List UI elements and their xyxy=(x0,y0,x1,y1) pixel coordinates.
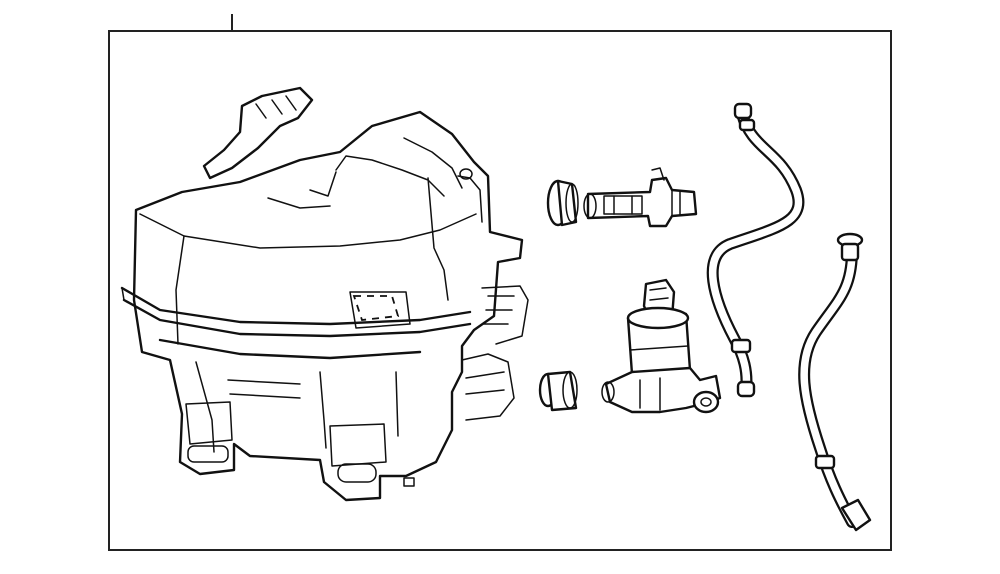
washer-hose-lower xyxy=(798,232,872,532)
diagram-frame xyxy=(108,30,892,551)
washer-pump xyxy=(601,278,722,414)
level-sensor xyxy=(583,167,698,228)
level-sensor-grommet xyxy=(546,179,579,227)
washer-reservoir xyxy=(120,86,529,502)
pump-grommet xyxy=(538,370,578,412)
washer-hose-upper xyxy=(706,102,805,398)
